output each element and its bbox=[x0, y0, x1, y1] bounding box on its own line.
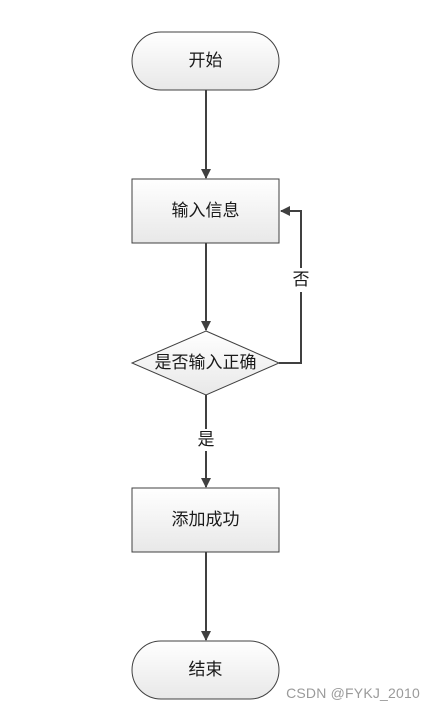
watermark: CSDN @FYKJ_2010 bbox=[286, 685, 420, 701]
node-start-label: 开始 bbox=[189, 51, 223, 71]
no-label-bg bbox=[290, 268, 312, 292]
node-end: 结束 bbox=[131, 640, 280, 700]
terminal-shape bbox=[131, 640, 280, 700]
process-shape bbox=[131, 178, 280, 244]
process-shape bbox=[131, 487, 280, 553]
node-add-success-label: 添加成功 bbox=[172, 510, 240, 530]
terminal-shape bbox=[131, 31, 280, 91]
node-input-info: 输入信息 bbox=[131, 178, 280, 244]
node-end-label: 结束 bbox=[189, 660, 223, 680]
decision-shape bbox=[130, 330, 281, 396]
edge-label-yes: 是 bbox=[198, 430, 215, 450]
edge-label-no: 否 bbox=[293, 270, 310, 290]
node-add-success: 添加成功 bbox=[131, 487, 280, 553]
node-start: 开始 bbox=[131, 31, 280, 91]
node-check-input-label: 是否输入正确 bbox=[155, 353, 257, 373]
node-input-info-label: 输入信息 bbox=[172, 201, 240, 221]
yes-label-bg bbox=[195, 429, 217, 451]
node-check-input: 是否输入正确 bbox=[130, 330, 281, 396]
